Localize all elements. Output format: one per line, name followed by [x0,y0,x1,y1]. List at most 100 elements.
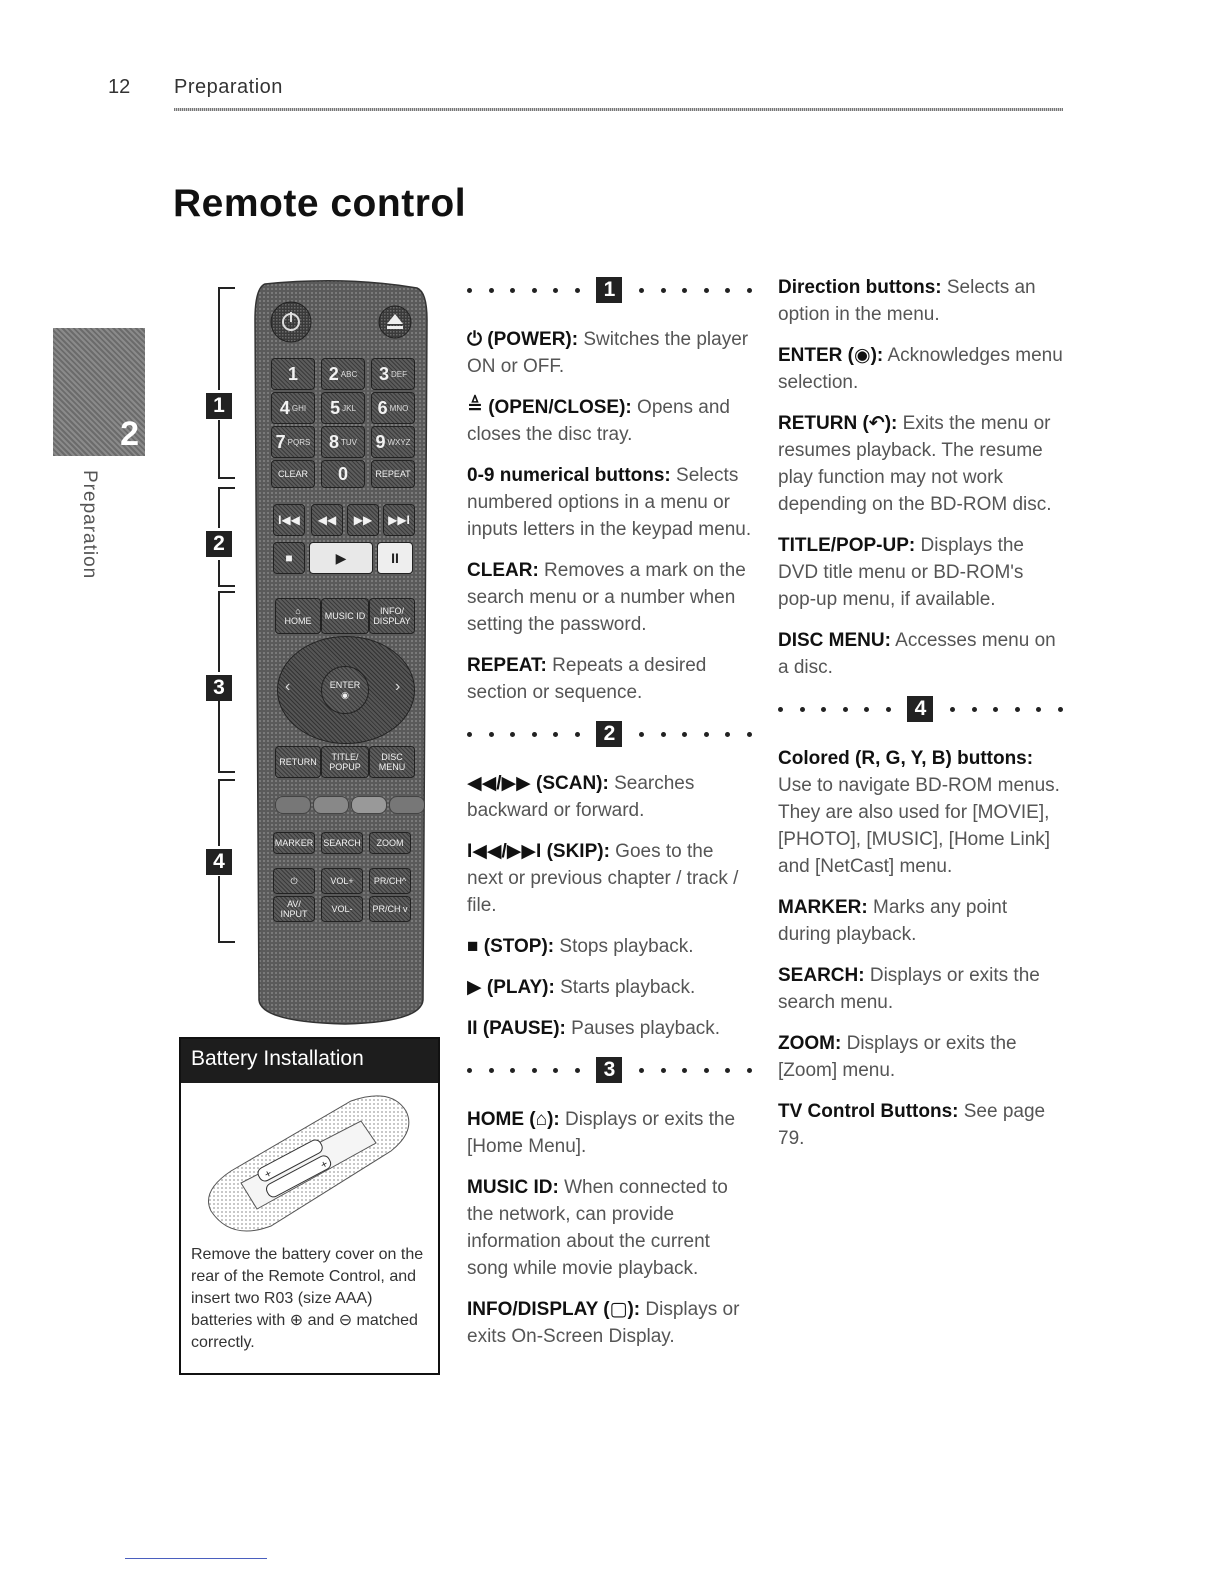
clear-button[interactable]: CLEAR [271,460,315,488]
button-desc-text: Searches backward or forward. [467,773,695,821]
section-divider: 2 [467,720,752,748]
page-title: Remote control [173,182,467,225]
yellow-button[interactable] [351,796,387,814]
divider-dot [682,1067,688,1073]
button-desc-text: Pauses playback. [565,1018,721,1039]
repeat-button[interactable]: REPEAT [371,460,415,488]
divider-dot [682,731,688,737]
button-term: ▶ (PLAY): [467,977,555,998]
divider-dot [639,731,645,737]
fast-forward-button[interactable]: ▶▶ [347,504,379,536]
search-button[interactable]: SEARCH [321,832,363,854]
section-divider: 4 [778,695,1063,723]
button-desc-text: Stops playback. [554,936,694,957]
button-term: ENTER (◉): [778,345,884,366]
zoom-button[interactable]: ZOOM [369,832,411,854]
title-popup-button[interactable]: TITLE/POPUP [321,746,369,778]
button-description: ▶ (PLAY): Starts playback. [467,974,752,1001]
button-desc-text: Displays or exits On-Screen Display. [467,1299,740,1347]
pause-button[interactable]: II [377,542,413,574]
vol-down-button[interactable]: VOL- [321,896,363,922]
stop-button[interactable]: ■ [273,542,305,574]
button-description: TV Control Buttons: See page 79. [778,1098,1063,1152]
skip-back-button[interactable]: I◀◀ [273,504,305,536]
stop-icon: ■ [285,551,293,565]
button-desc-text: Displays the DVD title menu or BD-ROM's … [778,535,1025,610]
button-description: Colored (R, G, Y, B) buttons: Use to nav… [778,745,1063,880]
divider-dot [531,1067,537,1073]
header-rule [174,108,1063,111]
eject-icon[interactable] [387,314,403,329]
battery-installation-box: Battery Installation + + Remove the batt… [179,1037,440,1375]
divider-dot [703,1067,709,1073]
blue-button[interactable] [389,796,425,814]
button-description: Direction buttons: Selects an option in … [778,274,1063,328]
button-description: ◀◀/▶▶ (SCAN): Searches backward or forwa… [467,770,752,824]
skip-forward-icon: ▶▶I [388,513,410,527]
divider-dot [993,706,999,712]
enter-button[interactable]: ENTER◉ [321,666,369,714]
button-description: SEARCH: Displays or exits the search men… [778,962,1063,1016]
button-description: I◀◀/▶▶I (SKIP): Goes to the next or prev… [467,838,752,919]
divider-dot [1036,706,1042,712]
battery-illustration: + + [208,1095,410,1232]
divider-dot [1057,706,1063,712]
rewind-button[interactable]: ◀◀ [311,504,343,536]
button-term: REPEAT: [467,655,547,676]
music-id-button[interactable]: MUSIC ID [321,598,369,634]
power-icon[interactable] [282,312,300,331]
divider-dot [660,1067,666,1073]
marker-button[interactable]: MARKER [273,832,315,854]
button-term: 0-9 numerical buttons: [467,465,671,486]
section-badge: 4 [907,696,934,722]
divider-dot [574,1067,580,1073]
button-term: CLEAR: [467,560,539,581]
green-button[interactable] [313,796,349,814]
button-desc-text: Acknowledges menu selection. [778,345,1063,393]
divider-dot [660,287,666,293]
battery-instructions: Remove the battery cover on the rear of … [191,1246,424,1351]
home-button[interactable]: ⌂HOME [275,598,321,634]
skip-forward-button[interactable]: ▶▶I [383,504,415,536]
play-button[interactable]: ▶ [309,542,373,574]
key-1[interactable]: 1 [271,358,315,390]
divider-dot [531,287,537,293]
button-description: ■ (STOP): Stops playback. [467,933,752,960]
red-button[interactable] [275,796,311,814]
button-description: ZOOM: Displays or exits the [Zoom] menu. [778,1030,1063,1084]
button-term: ZOOM: [778,1033,842,1054]
column-2: Direction buttons: Selects an option in … [778,274,1063,1166]
button-term: TITLE/POP-UP: [778,535,916,556]
button-description: ⏻ (POWER): Switches the player ON or OFF… [467,326,752,380]
battery-box-header: Battery Installation [181,1039,438,1083]
return-button[interactable]: RETURN [275,746,321,778]
vol-up-button[interactable]: VOL+ [321,868,363,894]
right-arrow-icon[interactable]: › [395,678,401,695]
key-0[interactable]: 0 [321,460,365,488]
button-description: DISC MENU: Accesses menu on a disc. [778,627,1063,681]
divider-dot [510,731,516,737]
skip-back-icon: I◀◀ [278,513,300,527]
channel-down-button[interactable]: PR/CH v [369,896,411,922]
remote-keypad: .rk { position:absolute; background: rep… [195,280,435,1025]
left-arrow-icon[interactable]: ‹ [285,678,291,695]
divider-dot [885,706,891,712]
button-term: Direction buttons: [778,277,942,298]
enter-icon: ◉ [341,690,349,700]
tv-power-button[interactable]: ⏻ [273,868,315,894]
info-display-button[interactable]: INFO/DISPLAY [369,598,415,634]
divider-dot [703,731,709,737]
button-desc-text: Use to navigate BD-ROM menus. They are a… [778,775,1060,877]
button-term: II (PAUSE): [467,1018,566,1039]
channel-up-button[interactable]: PR/CH^ [369,868,411,894]
av-input-button[interactable]: AV/INPUT [273,896,315,922]
